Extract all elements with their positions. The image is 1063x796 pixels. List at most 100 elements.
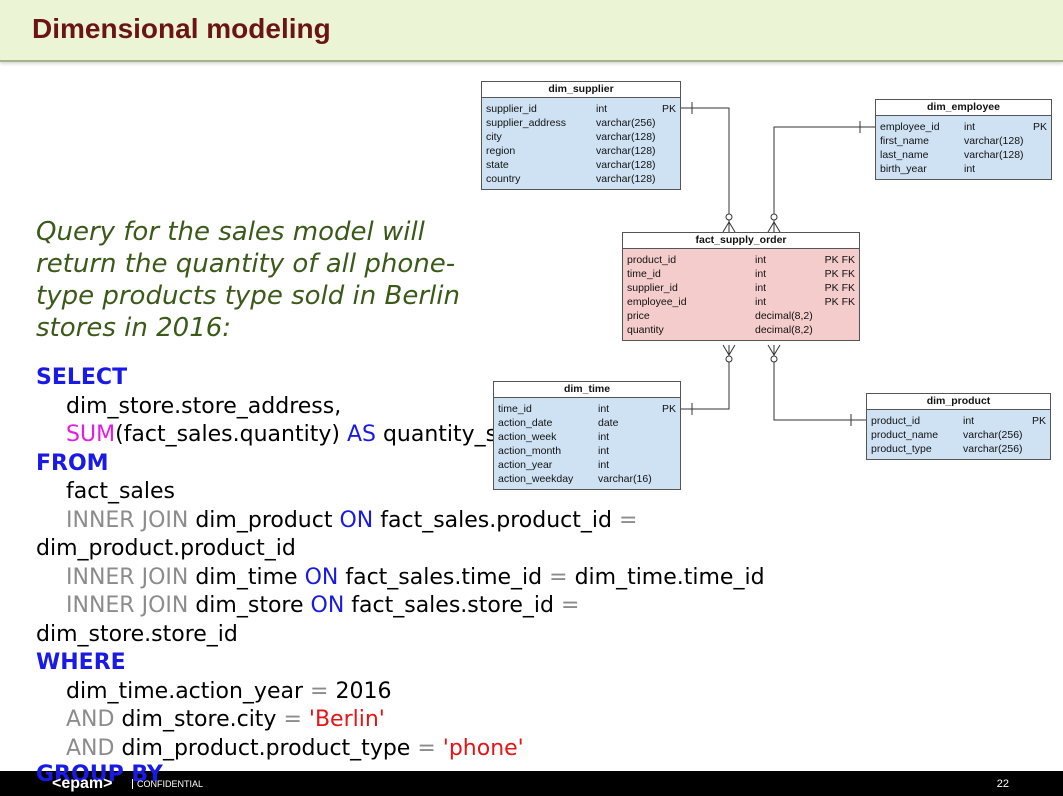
column-type: varchar(128) <box>596 173 656 185</box>
slide-footer <box>0 771 1063 796</box>
sql-on-keyword: ON <box>304 564 339 590</box>
column-name: supplier_id <box>486 103 537 115</box>
column-name: action_week <box>498 431 557 443</box>
table-header: dim_product <box>867 394 1050 410</box>
column-type: varchar(128) <box>596 159 656 171</box>
sql-line-2: SUM(fact_sales.quantity) AS quantity_sol… <box>36 421 836 450</box>
table-header: dim_time <box>494 382 680 398</box>
column-type: int <box>598 445 610 457</box>
column-name: country <box>486 173 521 185</box>
sql-on-keyword: ON <box>339 507 374 533</box>
column-row: product_name varchar(256) <box>871 428 1046 442</box>
sql-join-keyword: INNER JOIN <box>66 564 189 590</box>
column-type: int <box>755 282 767 294</box>
sql-group-by-keyword: GROUP BY <box>36 762 163 787</box>
column-row: first_name varchar(128) <box>880 134 1047 148</box>
sql-sum-argument: (fact_sales.quantity) <box>115 422 340 447</box>
sql-and-keyword: AND <box>66 707 115 732</box>
sql-line-cond-2: AND dim_store.city = 'Berlin' <box>36 706 836 735</box>
column-name: first_name <box>880 135 930 147</box>
column-type: varchar(128) <box>596 145 656 157</box>
column-key: PK FK <box>824 282 855 294</box>
sql-from-table: fact_sales <box>66 479 176 504</box>
sql-cond-value: 2016 <box>335 678 392 704</box>
sql-join-left: fact_sales.product_id <box>380 507 612 533</box>
column-type: int <box>964 121 976 133</box>
column-name: region <box>486 145 516 157</box>
sql-on-keyword: ON <box>310 593 345 618</box>
column-type: varchar(128) <box>596 131 656 143</box>
column-name: supplier_address <box>486 117 566 129</box>
column-name: supplier_id <box>627 282 678 294</box>
column-type: varchar(128) <box>964 135 1024 147</box>
column-type: date <box>598 417 619 429</box>
column-type: varchar(256) <box>963 443 1023 455</box>
column-name: time_id <box>498 403 532 415</box>
column-type: int <box>598 431 610 443</box>
intro-text: Query for the sales model will return th… <box>36 217 460 343</box>
column-name: product_name <box>871 429 939 441</box>
sql-join-left: fact_sales.time_id <box>345 564 543 590</box>
column-type: int <box>963 415 975 427</box>
slide-title: Dimensional modeling <box>32 13 331 44</box>
sql-join-right: dim_store.store_id <box>36 621 238 647</box>
column-type: varchar(16) <box>598 473 652 485</box>
sql-join-keyword: INNER JOIN <box>66 593 189 618</box>
column-name: product_id <box>627 254 677 266</box>
column-type: int <box>755 254 767 266</box>
sql-line-from-table: fact_sales <box>36 478 836 507</box>
column-row: product_id int PK <box>871 414 1046 428</box>
relation-product-fact <box>773 345 866 421</box>
sql-line-cond-3: AND dim_product.product_type = 'phone' <box>36 735 836 764</box>
sql-cond-left: dim_product.product_type <box>121 735 411 761</box>
column-type: int <box>755 296 767 308</box>
column-name: birth_year <box>880 163 927 175</box>
column-type: varchar(256) <box>963 429 1023 441</box>
sql-sum-function: SUM <box>66 422 116 447</box>
column-key: PK FK <box>824 254 855 266</box>
sql-equals: = <box>618 507 638 533</box>
sql-join-right: dim_product.product_id <box>36 536 296 561</box>
column-name: product_type <box>871 443 932 455</box>
sql-as-keyword: AS <box>346 422 376 447</box>
sql-join-keyword: INNER JOIN <box>66 507 189 533</box>
sql-line-join-3-cont: dim_store.store_id <box>36 621 836 650</box>
column-type: decimal(8,2) <box>755 310 813 322</box>
epam-logo: <epam> <box>52 775 113 792</box>
column-row: product_id int PK FK <box>627 253 855 267</box>
sql-from-keyword: FROM <box>36 450 109 476</box>
column-name: product_id <box>871 415 921 427</box>
column-row: product_type varchar(256) <box>871 442 1046 456</box>
column-name: action_month <box>498 445 562 457</box>
sql-line-cond-1: dim_time.action_year = 2016 <box>36 678 836 707</box>
column-name: city <box>486 131 502 143</box>
column-name: employee_id <box>880 121 940 133</box>
relation-time-fact <box>679 345 730 410</box>
sql-join-left: fact_sales.store_id <box>351 593 554 618</box>
sql-equals: = <box>417 735 436 761</box>
column-row: region varchar(128) <box>486 144 676 158</box>
relation-employee-fact <box>773 126 875 232</box>
sql-cond-value: 'phone' <box>442 735 524 761</box>
sql-line-from: FROM <box>36 450 836 479</box>
column-row: action_month int <box>498 444 676 458</box>
column-type: int <box>598 459 610 471</box>
slide-header: Dimensional modeling <box>0 0 1063 62</box>
column-row: supplier_id int PK FK <box>627 281 855 295</box>
column-key: PK <box>1031 415 1046 427</box>
column-key: PK FK <box>824 296 855 308</box>
